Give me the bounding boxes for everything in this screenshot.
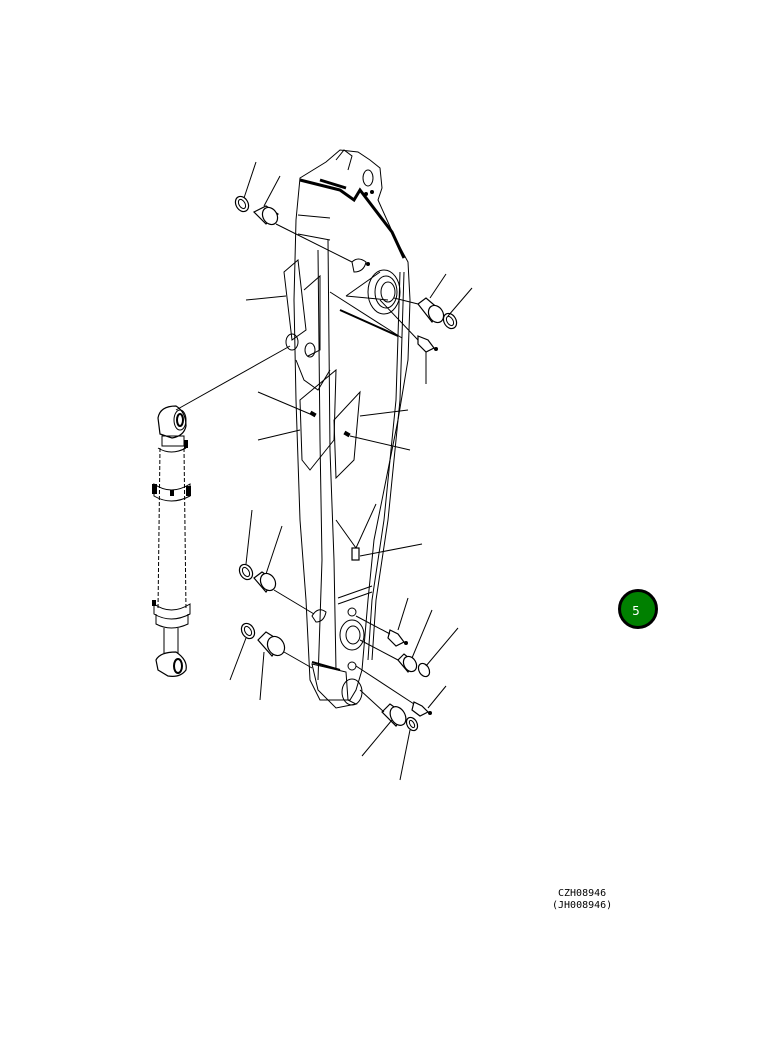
grease-fitting-mid[interactable] <box>387 629 408 647</box>
right-top-seal[interactable] <box>441 311 459 331</box>
right-mid-seal[interactable] <box>416 661 432 678</box>
top-pin-seal[interactable] <box>233 194 251 214</box>
leader-lines <box>229 161 473 781</box>
arm-body[interactable] <box>283 149 411 709</box>
cylinder-mount-seal[interactable] <box>239 621 257 641</box>
assembly-axis-lines <box>175 223 419 713</box>
cylinder-mount-bushing[interactable] <box>257 631 288 659</box>
block-pad[interactable] <box>351 547 360 561</box>
middle-bushing[interactable] <box>253 571 279 594</box>
arm-cylinder[interactable] <box>152 405 191 677</box>
middle-seal[interactable] <box>237 562 255 582</box>
figure-code-secondary: (JH008946) <box>552 900 613 911</box>
bottom-bushing[interactable] <box>381 703 409 728</box>
grease-nipple-left <box>309 410 317 418</box>
grease-fitting-bottom[interactable] <box>411 701 432 717</box>
figure-code-primary: CZH08946 <box>558 888 607 899</box>
top-bushing[interactable] <box>252 205 281 228</box>
right-top-bushing[interactable] <box>417 297 447 325</box>
bottom-seal[interactable] <box>404 715 420 732</box>
right-mid-bushing[interactable] <box>397 653 419 674</box>
grease-nipple-right <box>343 430 351 438</box>
callout-label: 5 <box>632 604 640 618</box>
callout-badge[interactable]: 5 <box>618 589 658 629</box>
grease-fitting-top[interactable] <box>417 335 438 353</box>
hole-marker-top <box>351 258 367 273</box>
